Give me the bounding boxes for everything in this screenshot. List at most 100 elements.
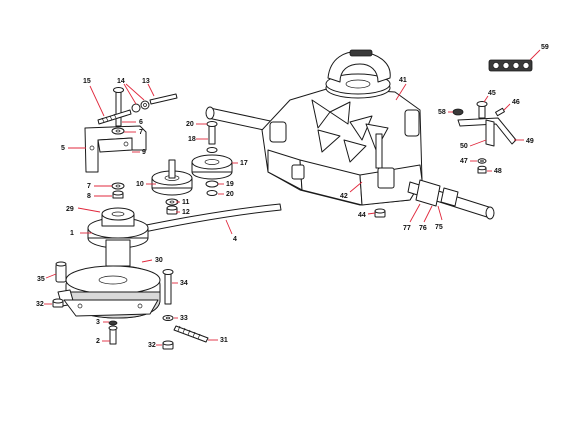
callout-9: 9 xyxy=(132,149,146,156)
callout-7-lower: 7 xyxy=(87,183,112,190)
callout-label: 33 xyxy=(180,315,188,322)
callout-7-upper: 7 xyxy=(124,129,143,136)
transaxle-assembly xyxy=(205,49,495,220)
callout-4: 4 xyxy=(225,219,237,243)
callout-label: 48 xyxy=(494,168,502,175)
callout-33: 33 xyxy=(174,315,188,322)
callout-label: 19 xyxy=(226,181,234,188)
callout-label: 1 xyxy=(70,230,74,237)
spacer-washers xyxy=(111,182,125,199)
callout-label: 41 xyxy=(399,77,407,84)
callout-label: 14 xyxy=(117,78,125,85)
spring-31 xyxy=(173,325,209,343)
bolt-2 xyxy=(108,320,118,345)
callout-label: 29 xyxy=(66,206,74,213)
callout-11: 11 xyxy=(176,199,190,206)
callout-label: 77 xyxy=(403,225,411,232)
callout-2: 2 xyxy=(96,338,110,345)
callout-label: 75 xyxy=(435,224,443,231)
callout-34: 34 xyxy=(172,280,188,287)
callout-label: 31 xyxy=(220,337,228,344)
callout-label: 50 xyxy=(460,143,468,150)
callout-75: 75 xyxy=(435,205,443,231)
nut-32 xyxy=(52,298,174,350)
pin-35 xyxy=(55,261,67,283)
callout-46: 46 xyxy=(503,99,520,111)
callout-42: 42 xyxy=(340,181,363,200)
callout-label: 13 xyxy=(142,78,150,85)
callout-35: 35 xyxy=(37,273,57,283)
bypass-lever-assembly xyxy=(452,101,517,174)
callout-label: 12 xyxy=(182,209,190,216)
callout-label: 20 xyxy=(226,191,234,198)
callout-14: 14 xyxy=(117,78,145,105)
callout-32-right: 32 xyxy=(148,342,162,349)
callout-label: 11 xyxy=(182,199,190,206)
callout-20-lower: 20 xyxy=(218,191,234,198)
callout-48: 48 xyxy=(487,168,502,175)
callout-47: 47 xyxy=(460,158,477,165)
callout-15: 15 xyxy=(83,78,105,117)
drive-belt xyxy=(111,203,282,239)
callout-label: 7 xyxy=(139,129,143,136)
callout-label: 35 xyxy=(37,276,45,283)
callout-45: 45 xyxy=(483,90,496,103)
callout-label: 7 xyxy=(87,183,91,190)
callout-20-upper: 20 xyxy=(186,121,207,128)
callout-label: 76 xyxy=(419,225,427,232)
callout-30: 30 xyxy=(141,257,163,264)
callout-8: 8 xyxy=(87,193,112,200)
callout-label: 18 xyxy=(188,136,196,143)
callout-19: 19 xyxy=(218,181,234,188)
callout-label: 32 xyxy=(148,342,156,349)
callout-49: 49 xyxy=(514,138,534,145)
callout-label: 46 xyxy=(512,99,520,106)
callout-label: 4 xyxy=(233,236,237,243)
idler-pulley-10 xyxy=(151,159,193,196)
callout-label: 47 xyxy=(460,158,468,165)
blade-pulley-30 xyxy=(57,265,161,319)
callout-label: 17 xyxy=(240,160,248,167)
callout-44: 44 xyxy=(358,212,376,219)
callout-label: 9 xyxy=(142,149,146,156)
callout-6: 6 xyxy=(122,119,143,126)
nut-44 xyxy=(374,208,386,218)
callout-label: 34 xyxy=(180,280,188,287)
callout-12: 12 xyxy=(176,209,190,216)
callout-17: 17 xyxy=(232,160,248,167)
idler-bracket-assembly xyxy=(84,87,178,173)
callout-label: 58 xyxy=(438,109,446,116)
washer-33 xyxy=(162,315,174,321)
callout-label: 6 xyxy=(139,119,143,126)
callout-5: 5 xyxy=(61,145,86,152)
callout-58: 58 xyxy=(438,109,453,116)
callout-76: 76 xyxy=(419,205,433,232)
callout-77: 77 xyxy=(403,203,421,232)
callout-label: 15 xyxy=(83,78,91,85)
bolt-34 xyxy=(162,269,174,305)
callout-label: 59 xyxy=(541,44,549,51)
decal-plate-59 xyxy=(488,59,533,72)
callout-label: 5 xyxy=(61,145,65,152)
callout-59: 59 xyxy=(529,44,549,61)
callout-label: 3 xyxy=(96,319,100,326)
callout-label: 8 xyxy=(87,193,91,200)
callout-label: 32 xyxy=(36,301,44,308)
callout-18: 18 xyxy=(188,136,208,143)
callout-3: 3 xyxy=(96,319,109,326)
callout-1: 1 xyxy=(70,230,92,237)
callout-41: 41 xyxy=(395,77,407,101)
callout-label: 44 xyxy=(358,212,366,219)
callout-label: 20 xyxy=(186,121,194,128)
callout-label: 45 xyxy=(488,90,496,97)
callout-label: 42 xyxy=(340,193,348,200)
callout-29: 29 xyxy=(66,206,101,213)
engine-pulley-1 xyxy=(87,207,149,267)
pulley-hardware xyxy=(165,121,219,215)
callout-label: 30 xyxy=(155,257,163,264)
callout-label: 2 xyxy=(96,338,100,345)
idler-pulley-17 xyxy=(191,154,233,180)
callout-13: 13 xyxy=(142,78,155,97)
callout-32-left: 32 xyxy=(36,301,52,308)
